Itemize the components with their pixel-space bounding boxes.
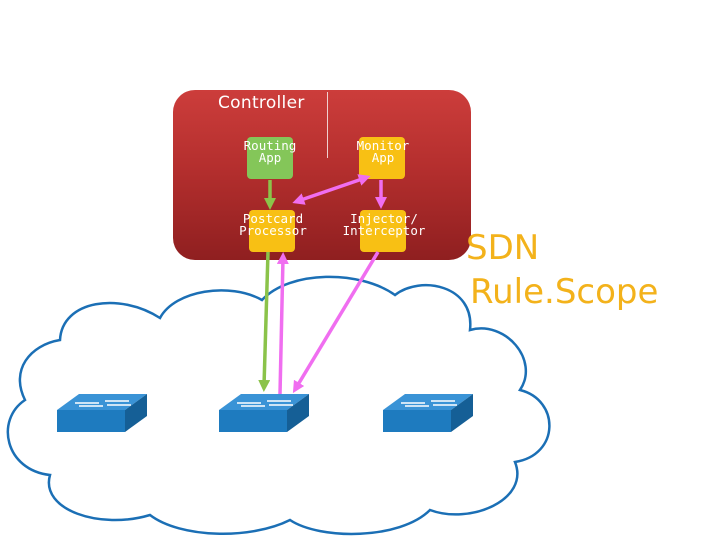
postcard-processor-label: Postcard Processor <box>239 211 307 238</box>
routing-app-box <box>247 137 293 179</box>
postcard-processor-box <box>249 210 295 252</box>
diagram-title: SDN Rule.Scope <box>466 226 658 314</box>
controller-divider <box>327 92 328 158</box>
monitor-app-label: Monitor App <box>356 138 410 165</box>
routing-app-label: Routing App <box>243 138 297 165</box>
network-switch-icon <box>219 394 309 432</box>
network-switch-icon <box>383 394 473 432</box>
title-line-1: SDN <box>466 228 540 268</box>
monitor-app-box <box>359 137 405 179</box>
network-switch-icon <box>57 394 147 432</box>
title-line-2: Rule.Scope <box>470 272 659 312</box>
controller-label: Controller <box>218 93 305 113</box>
injector-interceptor-label: Injector/ Interceptor <box>342 211 426 238</box>
injector-interceptor-box <box>360 210 406 252</box>
